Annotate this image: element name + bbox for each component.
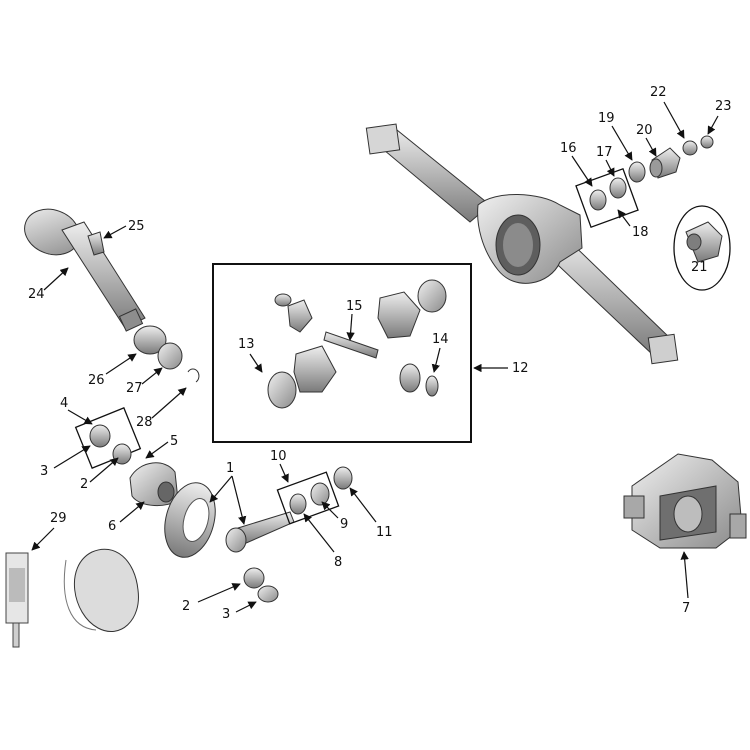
callout-18: 18 [632,225,649,240]
part-7-locking-differential [623,453,747,549]
callout-5: 5 [170,434,178,449]
part-group-10 [276,471,340,525]
callout-24: 24 [28,287,45,302]
callout-15: 15 [346,299,363,314]
part-11-seal [333,466,353,490]
part-3-race-lower [257,585,279,603]
part-group-4 [74,407,142,469]
callout-27: 27 [126,381,143,396]
part-12-kit-box [212,263,472,443]
callout-6: 6 [108,519,116,534]
callout-8: 8 [334,555,342,570]
callout-9: 9 [340,517,348,532]
callout-28: 28 [136,415,153,430]
differential-cover [63,548,139,633]
callout-4: 4 [60,396,68,411]
part-group-16-18 [575,167,639,229]
callout-16: 16 [560,141,577,156]
callout-21: 21 [691,260,708,275]
part-19-bearing-race [628,161,646,183]
callout-25: 25 [128,219,145,234]
part-20-pinion-yoke [649,147,681,179]
callout-1: 1 [226,461,234,476]
axle-housing [365,123,679,365]
part-22-washer [682,140,698,156]
callout-11: 11 [376,525,393,540]
part-6-differential-case [129,462,179,506]
callout-2-lower: 2 [182,599,190,614]
callout-17: 17 [596,145,613,160]
part-29-sealant-tube [5,552,29,648]
callouts: 1 2 2 3 3 4 5 6 7 8 9 10 11 12 13 14 [28,85,732,622]
callout-3: 3 [40,464,48,479]
callout-3-lower: 3 [222,607,230,622]
part-25-wheel-stud [87,231,105,256]
callout-13: 13 [238,337,255,352]
callout-12: 12 [512,361,529,376]
callout-26: 26 [88,373,105,388]
part-23-nut [700,135,714,149]
callout-29: 29 [50,511,67,526]
callout-10: 10 [270,449,287,464]
callout-23: 23 [715,99,732,114]
part-27-seal [157,342,183,370]
callout-19: 19 [598,111,615,126]
callout-2: 2 [80,477,88,492]
part-26-bearing [133,325,167,355]
part-1-ring-and-pinion [164,482,295,558]
callout-7: 7 [682,601,690,616]
part-21-circled [673,205,731,291]
callout-22: 22 [650,85,667,100]
part-24-axle-shaft [24,208,146,332]
part-28-retaining-ring [187,368,200,383]
part-2-bearing-lower [243,567,265,589]
callout-14: 14 [432,332,449,347]
callout-20: 20 [636,123,653,138]
